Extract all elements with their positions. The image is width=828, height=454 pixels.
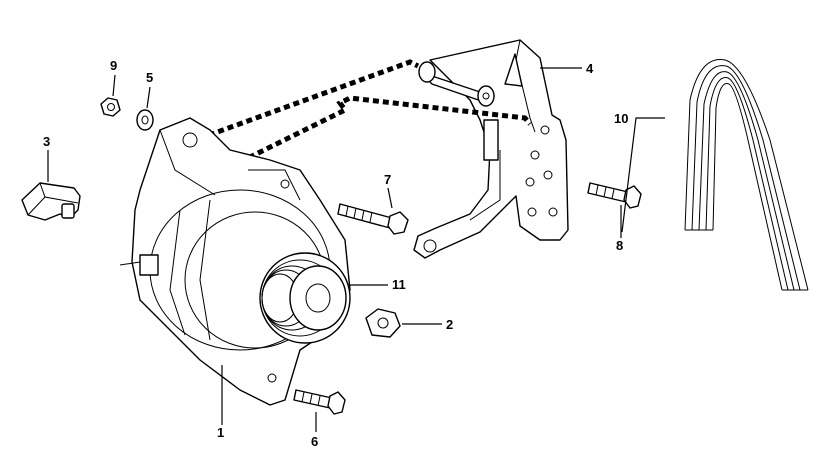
part-2-nut bbox=[365, 308, 401, 338]
part-7-bolt bbox=[337, 203, 409, 235]
callout-3: 3 bbox=[43, 134, 50, 149]
leader-lines bbox=[47, 67, 665, 432]
callout-9: 9 bbox=[110, 58, 117, 73]
callout-11: 11 bbox=[392, 277, 406, 292]
callout-5: 5 bbox=[146, 70, 153, 85]
part-4-bracket bbox=[413, 39, 569, 259]
callout-1: 1 bbox=[217, 425, 224, 440]
part-8-bolt bbox=[587, 182, 642, 209]
callout-labels: 1 2 3 4 5 6 7 8 9 10 11 bbox=[43, 58, 628, 449]
callout-4: 4 bbox=[586, 61, 594, 76]
part-6-bolt bbox=[293, 389, 346, 415]
callout-6: 6 bbox=[311, 434, 318, 449]
callout-7: 7 bbox=[384, 172, 391, 187]
part-10-belt bbox=[684, 59, 809, 291]
part-5-washer bbox=[136, 109, 154, 131]
part-3-sensor bbox=[21, 182, 81, 221]
part-9-nut bbox=[100, 97, 121, 117]
callout-8: 8 bbox=[616, 238, 623, 253]
callout-2: 2 bbox=[446, 317, 453, 332]
assembly-dashed-lines bbox=[189, 59, 532, 165]
part-1-alternator bbox=[119, 117, 351, 406]
callout-10: 10 bbox=[614, 111, 628, 126]
